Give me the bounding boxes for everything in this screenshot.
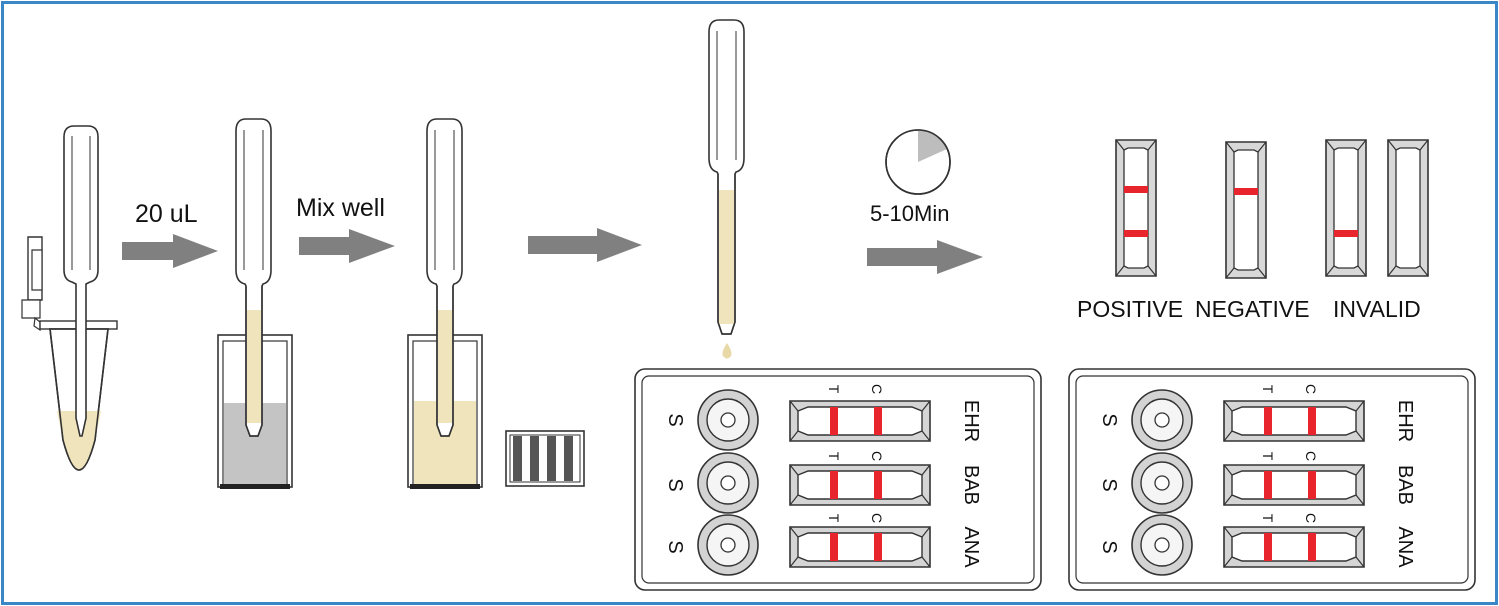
time-label: 5-10Min	[870, 201, 950, 226]
negative-strip-icon	[1225, 141, 1267, 279]
test-line-label: T	[1260, 514, 1276, 523]
sample-well-icon	[697, 452, 759, 514]
test-strip-icon	[789, 464, 931, 506]
invalid-strip-icon	[1387, 139, 1429, 277]
test-strip-icon	[789, 526, 931, 568]
control-line-label: C	[869, 384, 885, 394]
dropper-icon	[708, 19, 745, 359]
sample-well-icon	[1131, 514, 1193, 576]
row-label-ana: ANA	[1394, 526, 1416, 568]
test-strip-icon	[789, 400, 931, 442]
test-line-label: T	[1260, 452, 1276, 461]
cassette-icon	[634, 368, 1042, 591]
test-line-label: T	[826, 514, 842, 523]
arrow-icon	[122, 234, 218, 268]
clock-icon	[885, 129, 951, 195]
result-positive-label: POSITIVE	[1077, 296, 1184, 322]
sample-label: S	[1098, 540, 1120, 553]
arrow-icon	[528, 228, 642, 262]
row-label-ehr: EHR	[960, 400, 982, 442]
dropper-icon	[426, 118, 463, 437]
test-line-label: T	[826, 385, 842, 394]
cassette-icon	[1068, 368, 1476, 591]
sample-well-icon	[697, 389, 759, 451]
control-line-label: C	[869, 513, 885, 523]
test-strip-icon	[1223, 400, 1365, 442]
positive-strip-icon	[1115, 139, 1157, 277]
sample-label: S	[1098, 413, 1120, 426]
dropper-icon	[235, 118, 272, 437]
test-strip-icon	[1223, 464, 1365, 506]
sample-label: S	[664, 413, 686, 426]
row-label-ehr: EHR	[1394, 400, 1416, 442]
test-line-label: T	[826, 452, 842, 461]
control-line-label: C	[1303, 513, 1319, 523]
volume-label: 20 uL	[135, 200, 198, 228]
sample-well-icon	[1131, 389, 1193, 451]
mix-label: Mix well	[296, 194, 385, 222]
test-strip-icon	[1223, 526, 1365, 568]
invalid-strip-icon	[1325, 139, 1367, 277]
row-label-bab: BAB	[960, 465, 982, 505]
arrow-icon	[867, 240, 983, 274]
sample-label: S	[1098, 478, 1120, 491]
drop-icon	[722, 343, 732, 359]
control-line-label: C	[1303, 384, 1319, 394]
arrow-icon	[299, 229, 395, 263]
control-line-label: C	[869, 451, 885, 461]
sample-label: S	[664, 540, 686, 553]
sample-label: S	[664, 478, 686, 491]
result-invalid-label: INVALID	[1333, 296, 1421, 322]
dropper-icon	[63, 125, 99, 437]
sample-well-icon	[697, 514, 759, 576]
test-line-label: T	[1260, 385, 1276, 394]
result-negative-label: NEGATIVE	[1195, 296, 1310, 322]
sample-well-icon	[1131, 452, 1193, 514]
row-label-bab: BAB	[1394, 465, 1416, 505]
test-kit-box-icon	[505, 430, 585, 487]
control-line-label: C	[1303, 451, 1319, 461]
row-label-ana: ANA	[960, 526, 982, 568]
